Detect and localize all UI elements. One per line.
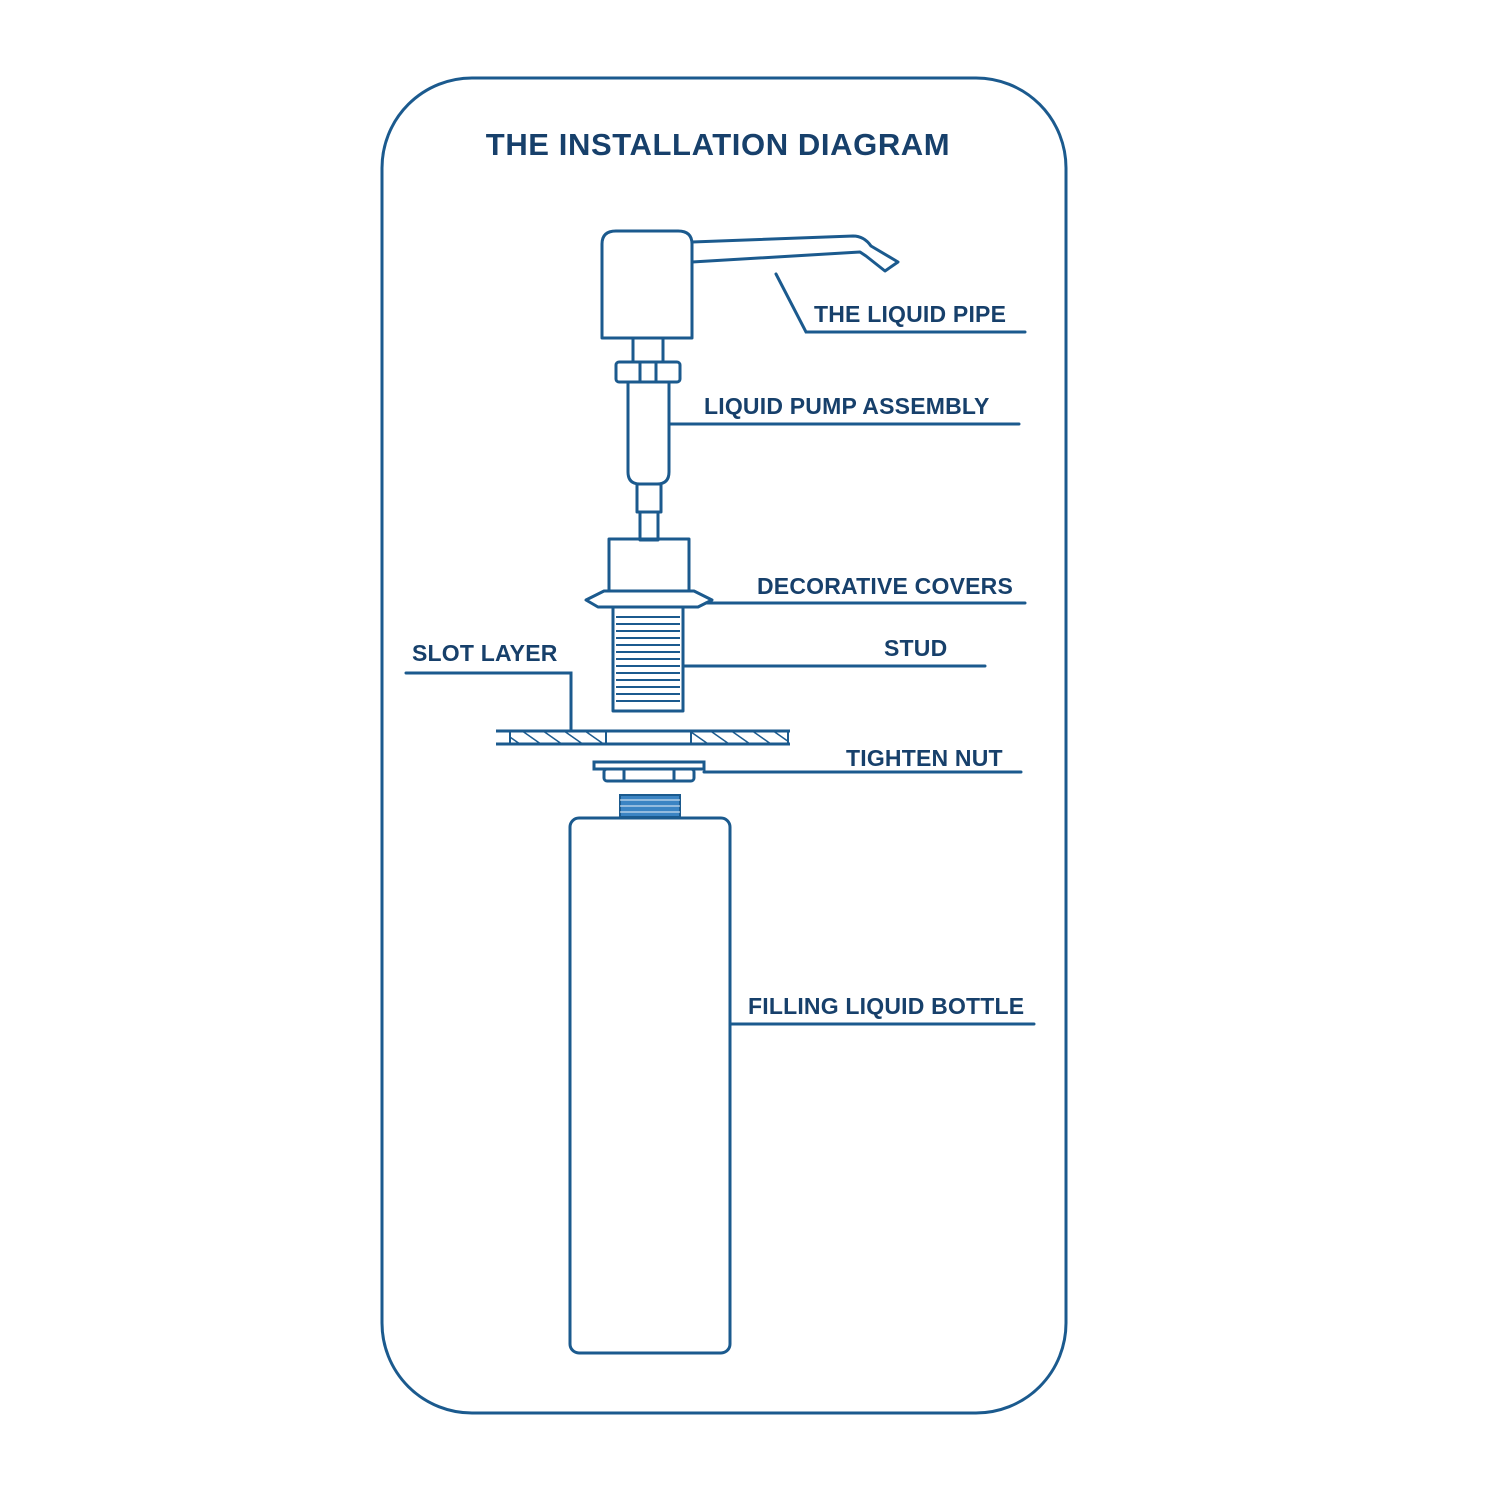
tighten-nut (592, 760, 706, 783)
leader-slot-layer (404, 671, 573, 731)
label-decorative-covers: DECORATIVE COVERS (757, 573, 1013, 599)
decorative-cover-cap (607, 537, 691, 593)
label-liquid-pipe: THE LIQUID PIPE (814, 301, 1006, 327)
leader-liquid-pipe (774, 272, 1027, 334)
pump-neck (631, 336, 665, 364)
label-bottle: FILLING LIQUID BOTTLE (748, 993, 1024, 1019)
filling-liquid-bottle-body (568, 816, 732, 1355)
label-slot-layer: SLOT LAYER (412, 640, 558, 666)
pump-hex-nut (614, 360, 682, 384)
stud-threads (616, 616, 680, 702)
label-stud: STUD (884, 635, 947, 661)
label-pump-assembly: LIQUID PUMP ASSEMBLY (704, 393, 990, 419)
pump-shaft (635, 482, 663, 514)
pump-head (600, 229, 694, 340)
decorative-cover-flange (584, 589, 714, 609)
diagram-title: THE INSTALLATION DIAGRAM (486, 127, 950, 162)
liquid-pipe-spout (690, 234, 900, 273)
label-tighten-nut: TIGHTEN NUT (846, 745, 1003, 771)
pump-body (626, 380, 671, 486)
outer-frame (380, 76, 1068, 1415)
slot-layer-plate (496, 729, 790, 746)
stud-body (611, 605, 685, 713)
